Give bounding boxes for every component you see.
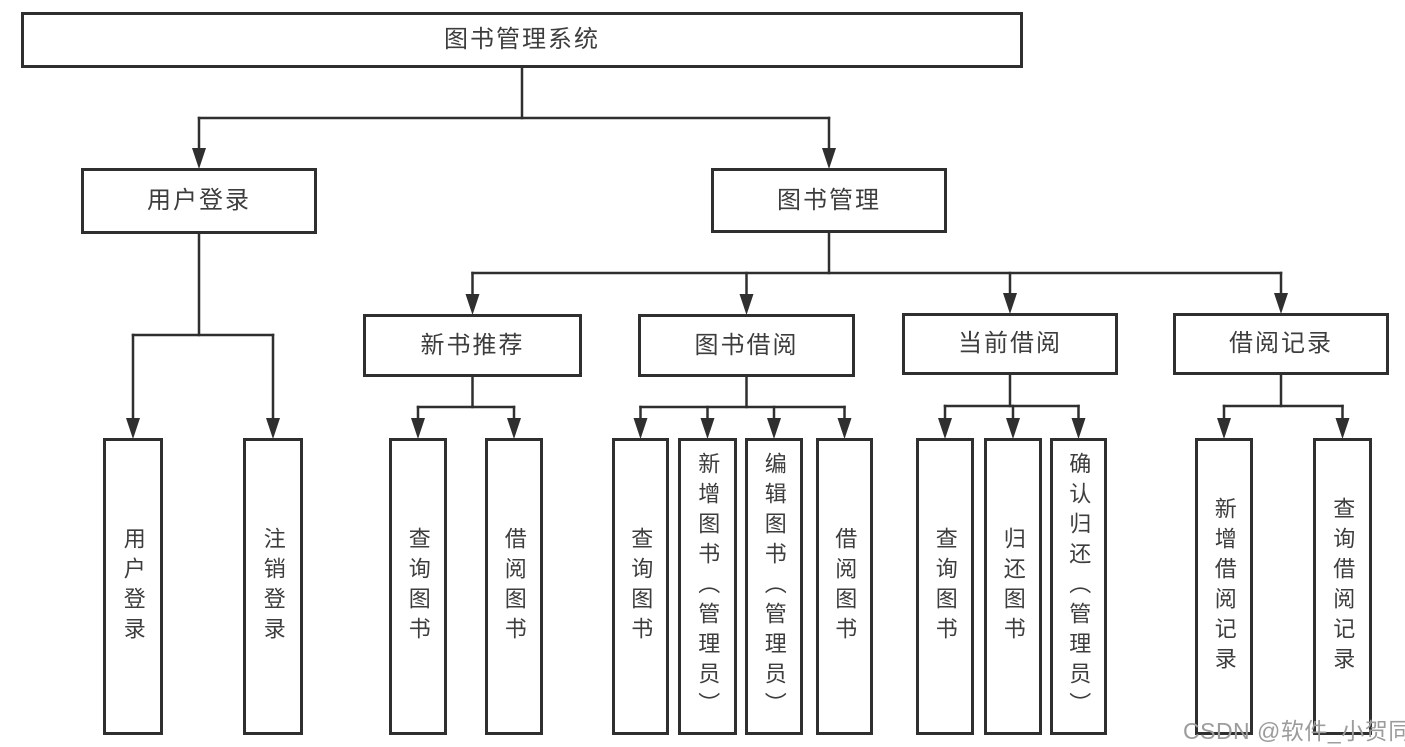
arrowhead-icon: [465, 294, 480, 315]
arrowhead-icon: [1003, 293, 1017, 314]
node-query-borrow-record: 查询借阅记录: [1313, 438, 1372, 735]
node-confirm-return-admin: 确认归还（管理员）: [1050, 438, 1107, 735]
node-book-mgmt: 图书管理: [711, 168, 947, 233]
arrowhead-icon: [700, 418, 715, 439]
arrowhead-icon: [1071, 418, 1086, 439]
node-logout-action: 注销登录: [243, 438, 303, 735]
arrowhead-icon: [938, 418, 952, 439]
arrowhead-icon: [633, 418, 648, 439]
node-root: 图书管理系统: [21, 12, 1023, 68]
node-query-books-borrow: 查询图书: [612, 438, 669, 735]
node-borrow-books-action: 借阅图书: [816, 438, 873, 735]
arrowhead-icon: [837, 418, 852, 439]
node-return-books: 归还图书: [984, 438, 1042, 735]
arrowhead-icon: [822, 148, 836, 169]
node-book-borrow: 图书借阅: [638, 314, 855, 377]
node-current-borrow: 当前借阅: [902, 313, 1118, 375]
node-user-login: 用户登录: [81, 168, 317, 234]
node-borrow-books-rec: 借阅图书: [485, 438, 543, 735]
arrowhead-icon: [1274, 293, 1288, 314]
arrowhead-icon: [1006, 418, 1020, 439]
arrowhead-icon: [507, 418, 521, 439]
node-login-action: 用户登录: [103, 438, 163, 735]
arrowhead-icon: [192, 148, 206, 169]
arrowhead-icon: [266, 418, 280, 439]
node-borrow-records: 借阅记录: [1173, 313, 1389, 375]
node-edit-books-admin: 编辑图书（管理员）: [745, 438, 803, 735]
arrowhead-icon: [767, 418, 781, 439]
arrowhead-icon: [739, 294, 754, 315]
arrowhead-icon: [411, 418, 425, 439]
node-query-books-rec: 查询图书: [389, 438, 447, 735]
arrowhead-icon: [1217, 418, 1231, 439]
arrowhead-icon: [1335, 418, 1350, 439]
node-new-book-rec: 新书推荐: [363, 314, 582, 377]
node-add-books-admin: 新增图书（管理员）: [678, 438, 737, 735]
arrowhead-icon: [126, 418, 140, 439]
node-query-books-current: 查询图书: [916, 438, 974, 735]
node-add-borrow-record: 新增借阅记录: [1195, 438, 1253, 735]
